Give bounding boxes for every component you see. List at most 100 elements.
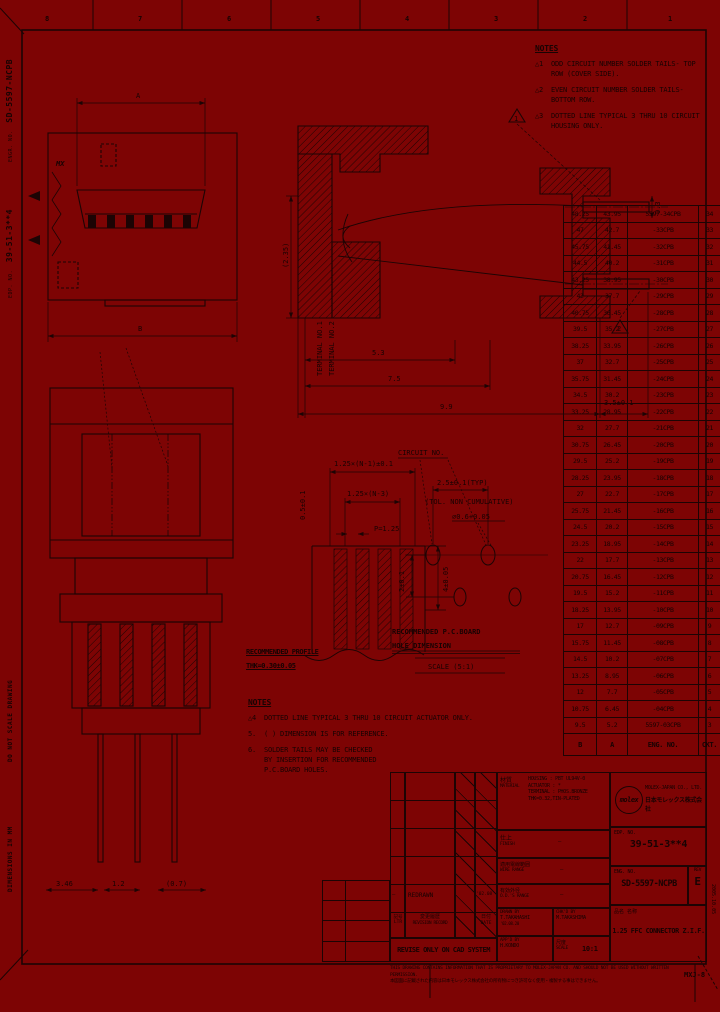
callout-1: 1 — [514, 115, 518, 123]
cell-eng-no: -29CPB — [627, 287, 699, 305]
table-row: 48.25 43.95 5597-34CPB 34 — [563, 205, 720, 223]
rev-cell: REV E — [688, 866, 707, 905]
note-marker-icon: △4 — [248, 714, 257, 722]
note-marker-icon: 5. — [248, 730, 257, 738]
cell-ckt: 14 — [698, 535, 720, 553]
dim-label: P=1.25 — [374, 525, 399, 533]
rev-header-ltr: 記号 LTR — [392, 915, 404, 925]
cell-dim-a: 36.45 — [596, 304, 628, 322]
rev-header-record-jp: 変更履歴 — [419, 914, 440, 920]
cell-dim-b: 38.25 — [563, 337, 597, 355]
dim-label: 1.25×(N-3) — [347, 490, 389, 498]
disclaimer-jp: 本図面に記載された内容は日本モレックス株式会社の所有物につき許可なく使用・複製す… — [390, 979, 601, 984]
approval-divider — [345, 880, 346, 962]
note-text: DOTTED LINE TYPICAL 3 THRU 10 CIRCUIT AC… — [264, 714, 473, 722]
zone-number: 6 — [227, 15, 231, 23]
notes-list: △1 ODD CIRCUIT NUMBER SOLDER TAILS- TOP … — [535, 59, 707, 131]
cell-ckt: 8 — [698, 634, 720, 652]
margin-dim-note: DIMENSIONS IN MM — [7, 826, 14, 892]
rev-header-date: 日付 DATE — [477, 914, 495, 926]
front-view-dims — [47, 98, 238, 342]
cell-eng-no: -32CPB — [627, 238, 699, 256]
chkd-label: CHK'D BY — [556, 910, 576, 915]
drawn-date: '02.08.20 — [500, 921, 519, 926]
notes-list: △4 DOTTED LINE TYPICAL 3 THRU 10 CIRCUIT… — [248, 713, 520, 775]
cell-ckt: 9 — [698, 617, 720, 635]
chkd-by: M.TAKASHIMA — [556, 915, 586, 921]
disclaimer: THIS DRAWING CONTAINS INFORMATION THAT I… — [390, 966, 690, 986]
cell-dim-a: 22.7 — [596, 485, 628, 503]
table-row: 34.5 30.2 -23CPB 23 — [563, 386, 720, 404]
margin-edp-value: 39-51-3**4 — [5, 209, 14, 263]
table-row: 39.5 35.2 -27CPB 27 — [563, 320, 720, 338]
cell-ckt: 12 — [698, 568, 720, 586]
dim-label-b: B — [138, 325, 142, 333]
note-item: △1 ODD CIRCUIT NUMBER SOLDER TAILS- TOP … — [535, 59, 707, 79]
wire-label-jp: 適用電線範囲 — [500, 862, 531, 868]
table-row: 22 17.7 -13CPB 13 — [563, 551, 720, 569]
rev-entry-date: '02.08 — [476, 892, 493, 897]
molex-logo-icon: molex — [615, 786, 643, 814]
pcb-caption-2: HOLE DIMENSION — [392, 642, 451, 650]
table-row: 33.25 28.95 -22CPB 22 — [563, 403, 720, 421]
material-cell: 材質 MATERIAL HOUSING : PBT UL94V-0 ACTUAT… — [497, 772, 610, 830]
rev-entry: REDRAWN — [408, 892, 434, 899]
table-row: 40.75 36.45 -28CPB 28 — [563, 304, 720, 322]
note-text: EVEN CIRCUIT NUMBER SOLDER TAILS-BOTTOM … — [551, 86, 684, 104]
eng-no-cell: ENG. NO. SD-5597-NCPB — [610, 866, 688, 905]
wire-label: WIRE RANGE — [500, 868, 525, 873]
od-range-cell: 有効外径 O.D.'S RANGE — — [497, 884, 610, 908]
dim-label-a: A — [136, 92, 141, 100]
zone-number: 4 — [405, 15, 409, 23]
cell-dim-a: 7.7 — [596, 683, 628, 701]
rev-row-line — [390, 912, 497, 913]
approval-grid — [322, 880, 390, 962]
cell-ckt: 6 — [698, 667, 720, 685]
cell-eng-no: -21CPB — [627, 419, 699, 437]
cell-dim-b: 9.5 — [563, 716, 597, 734]
cell-dim-a: 41.45 — [596, 238, 628, 256]
dim-label: 0.5±0.1 — [299, 490, 307, 520]
margin-engr-no: ENGR. NO. SD-5597-NCPB — [5, 59, 14, 162]
table-row: 45.75 41.45 -32CPB 32 — [563, 238, 720, 256]
od-value: — — [560, 892, 564, 898]
finish-label-jp: 仕上 — [500, 835, 513, 842]
cell-dim-a: 26.45 — [596, 436, 628, 454]
cell-dim-a: 16.45 — [596, 568, 628, 586]
table-row: 42 37.7 -29CPB 29 — [563, 287, 720, 305]
table-row: 12 7.7 -05CPB 5 — [563, 683, 720, 701]
dim-label: 2±0.1 — [398, 571, 406, 592]
cell-eng-no: -19CPB — [627, 452, 699, 470]
cell-dim-b: 29.5 — [563, 452, 597, 470]
cell-dim-a: 13.95 — [596, 601, 628, 619]
tol-note: (TOL. NON CUMULATIVE) — [425, 498, 514, 506]
cell-dim-a: 6.45 — [596, 700, 628, 718]
cell-eng-no: -10CPB — [627, 601, 699, 619]
title-label-jp: 品名 名称 — [614, 909, 638, 915]
approval-line — [322, 920, 390, 921]
cell-dim-b: 42 — [563, 287, 597, 305]
cell-dim-a: 28.95 — [596, 403, 628, 421]
rev-row-line — [390, 884, 497, 885]
note-item: △2 EVEN CIRCUIT NUMBER SOLDER TAILS-BOTT… — [535, 85, 707, 105]
note-marker-icon: △1 — [535, 60, 544, 68]
cell-dim-b: 30.75 — [563, 436, 597, 454]
front-view-teeth — [28, 191, 191, 245]
cell-ckt: 19 — [698, 452, 720, 470]
title-cell: 品名 名称 1.25 FFC CONNECTOR Z.I.F. — [610, 905, 707, 962]
note-marker-icon: 6. — [248, 746, 257, 754]
cell-eng-no: -28CPB — [627, 304, 699, 322]
dim-label: 2.5±0.1(TYP) — [437, 479, 488, 487]
cell-ckt: 20 — [698, 436, 720, 454]
cell-dim-a: 32.7 — [596, 353, 628, 371]
zone-number: 7 — [138, 15, 142, 23]
rev-col-record — [405, 772, 455, 938]
table-row: 43.25 38.95 -30CPB 30 — [563, 271, 720, 289]
rev-col-date — [475, 772, 497, 938]
part-number-table: 48.25 43.95 5597-34CPB 34 47 42.7 -33CPB… — [563, 205, 720, 756]
rev-header-record: 変更履歴 REVISION RECORD — [407, 914, 453, 926]
table-row: 15.75 11.45 -08CPB 8 — [563, 634, 720, 652]
notes-title: NOTES — [248, 698, 272, 707]
cell-eng-no: -07CPB — [627, 650, 699, 668]
cell-eng-no: -05CPB — [627, 683, 699, 701]
